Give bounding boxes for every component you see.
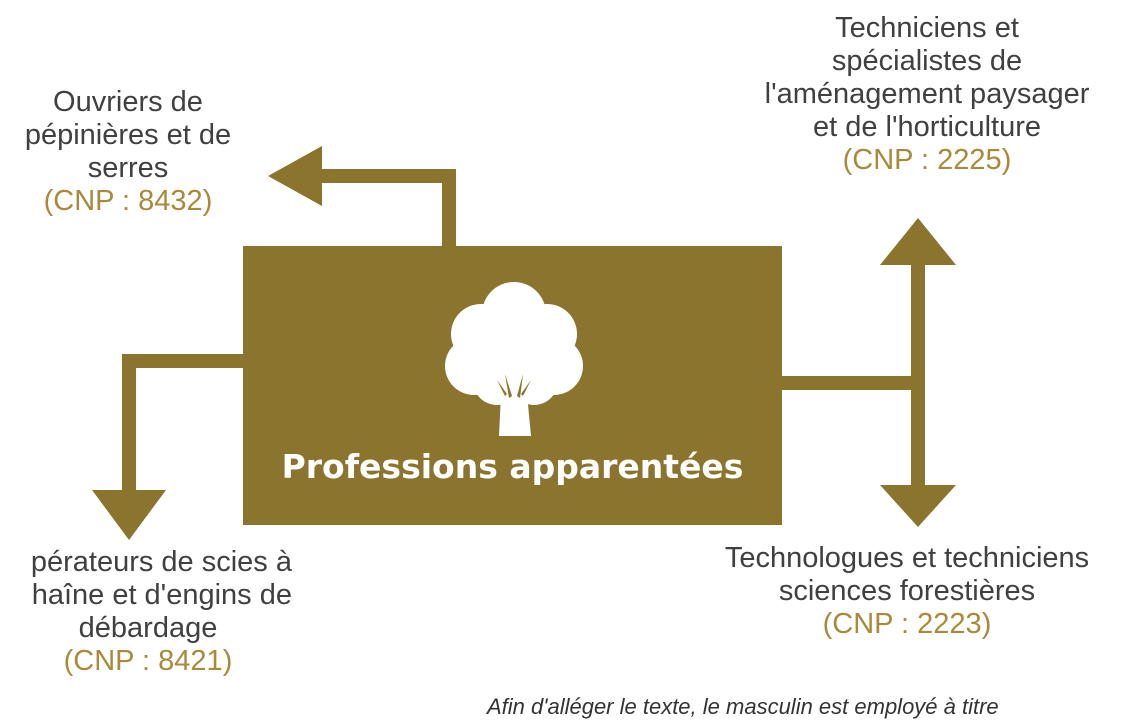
cnp-code: (CNP : 2223) (822, 608, 992, 640)
label-line: Techniciens et (835, 12, 1019, 44)
label-line: débardage (78, 612, 218, 644)
label-line: pépinières et de (24, 119, 232, 151)
label-line: sciences forestières (778, 575, 1036, 607)
arrowhead-left (268, 146, 322, 206)
arrowhead-down-right (880, 485, 956, 527)
label-line: pérateurs de scies à (30, 546, 292, 578)
cnp-code: (CNP : 8421) (63, 645, 233, 677)
arrowhead-down-left (92, 490, 166, 540)
related-profession-ouvriers: Ouvriers de pépinières et de serres (CNP… (0, 86, 256, 218)
arrow-to-operateurs (122, 354, 243, 490)
label-line: et de l'horticulture (813, 111, 1041, 143)
related-profession-techniciens-specialistes: Techniciens et spécialistes de l'aménage… (730, 12, 1124, 177)
arrowhead-up-right (880, 218, 956, 265)
tree-icon (445, 282, 583, 436)
central-title: Professions apparentées (281, 447, 744, 486)
related-profession-technologues: Technologues et techniciens sciences for… (690, 542, 1124, 641)
central-box: Professions apparentées (243, 246, 782, 525)
label-line: haîne et d'engins de (31, 579, 292, 611)
label-line: Ouvriers de (53, 86, 203, 118)
footnote: Afin d'alléger le texte, le masculin est… (487, 694, 999, 719)
arrow-to-ouvriers (320, 169, 456, 246)
cnp-code: (CNP : 2225) (842, 144, 1012, 176)
related-profession-operateurs: pérateurs de scies à haîne et d'engins d… (0, 546, 292, 678)
label-line: Technologues et techniciens (724, 542, 1090, 574)
label-line: l'aménagement paysager (764, 78, 1090, 110)
label-line: serres (87, 152, 169, 184)
label-line: spécialistes de (831, 45, 1023, 77)
cnp-code: (CNP : 8432) (43, 185, 213, 217)
